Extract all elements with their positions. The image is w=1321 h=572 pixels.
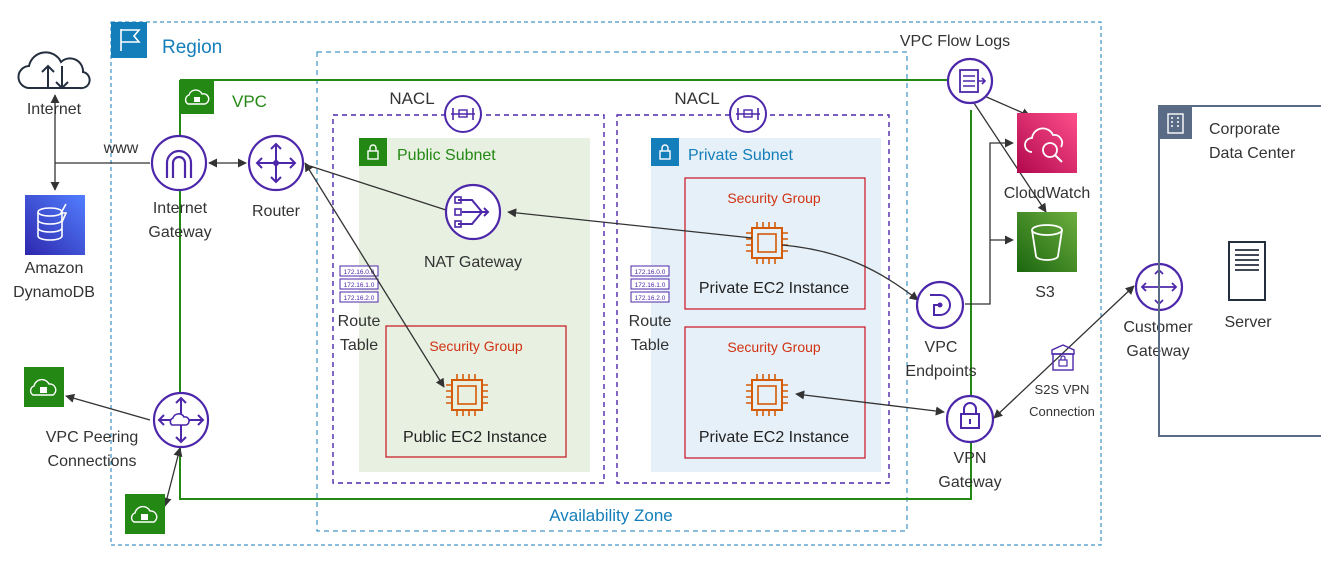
- route-entry: 172.16.0.0: [635, 269, 666, 276]
- vpn-connection-icon: [1051, 344, 1075, 371]
- private-subnet-label: Private Subnet: [688, 147, 794, 164]
- vpc-endpoint-icon: [915, 280, 965, 330]
- route-entry: 172.16.1.0: [344, 282, 375, 289]
- s2s-vpn-connection: S2S VPN Connection: [1029, 344, 1095, 419]
- security-group-public: Security Group Public EC2 Instance: [385, 325, 567, 458]
- region-group: Region: [110, 21, 1102, 546]
- vpc-endpoints: VPC Endpoints: [905, 280, 977, 380]
- private-ec2-label-2: Private EC2 Instance: [699, 429, 849, 446]
- s2s-vpn-label: S2S VPN: [1035, 382, 1090, 397]
- vpc-peering-label: VPC Peering: [46, 429, 139, 446]
- internet-gateway-label: Gateway: [148, 224, 211, 241]
- internet-gateway-label: Internet: [153, 200, 208, 217]
- route-table-label: Route: [629, 313, 672, 330]
- flag-icon: [120, 29, 141, 51]
- www-label: www: [103, 140, 139, 157]
- route-table-label: Table: [631, 337, 669, 354]
- vpn-gateway-label: VPN: [954, 450, 987, 467]
- vpc-flow-logs-label: VPC Flow Logs: [900, 33, 1010, 50]
- availability-zone-label: Availability Zone: [549, 506, 672, 525]
- vpc-group: VPC: [179, 79, 975, 500]
- ec2-instance-icon: [446, 374, 488, 416]
- cloud-upload-download-icon: [17, 51, 91, 90]
- nacl-public-label: NACL: [389, 89, 434, 108]
- server: Server: [1224, 241, 1272, 331]
- nacl-private-label: NACL: [674, 89, 719, 108]
- route-entry: 172.16.2.0: [344, 295, 375, 302]
- building-icon: [1167, 113, 1184, 134]
- route-table-label: Table: [340, 337, 378, 354]
- nacl-icon: [444, 95, 482, 133]
- security-group-label: Security Group: [727, 339, 821, 355]
- router-icon: [247, 134, 305, 192]
- route-entry: 172.16.1.0: [635, 282, 666, 289]
- s3-bucket-icon: [1017, 212, 1077, 272]
- security-group-private-1: Security Group Private EC2 Instance: [684, 177, 866, 310]
- private-ec2-label-1: Private EC2 Instance: [699, 280, 849, 297]
- s2s-vpn-label: Connection: [1029, 404, 1095, 419]
- region-label: Region: [162, 37, 222, 58]
- corporate-dc-label: Data Center: [1209, 145, 1296, 162]
- corporate-data-center: Corporate Data Center: [1158, 105, 1321, 437]
- vpc-endpoints-label: Endpoints: [905, 363, 976, 380]
- route-table-label: Route: [338, 313, 381, 330]
- router: Router: [247, 134, 305, 220]
- s3-label: S3: [1035, 284, 1055, 301]
- dynamodb-label: DynamoDB: [13, 284, 95, 301]
- dynamodb-icon: [25, 195, 85, 255]
- nat-gateway-label: NAT Gateway: [424, 254, 522, 271]
- cloudwatch: CloudWatch: [1004, 113, 1091, 202]
- internet-gateway: Internet Gateway: [148, 134, 212, 241]
- nacl-public: NACL: [332, 89, 605, 484]
- vpc-label: VPC: [232, 92, 267, 111]
- nacl-private: NACL: [616, 89, 890, 484]
- ec2-instance-icon: [746, 374, 788, 416]
- security-group-label: Security Group: [727, 190, 821, 206]
- flow-logs-icon: [946, 57, 994, 105]
- vpn-lock-icon: [945, 394, 995, 444]
- s3: S3: [1017, 212, 1077, 301]
- security-group-private-2: Security Group Private EC2 Instance: [684, 326, 866, 459]
- public-ec2-label: Public EC2 Instance: [403, 429, 547, 446]
- internet-gateway-icon: [150, 134, 208, 192]
- corporate-dc-label: Corporate: [1209, 121, 1280, 138]
- server-label: Server: [1224, 314, 1272, 331]
- nacl-icon: [729, 95, 767, 133]
- lock-icon: [659, 144, 671, 160]
- security-group-label: Security Group: [429, 338, 523, 354]
- route-entry: 172.16.0.0: [344, 269, 375, 276]
- server-icon: [1228, 241, 1266, 301]
- dynamodb-label: Amazon: [25, 260, 84, 277]
- vpc-endpoints-label: VPC: [925, 339, 958, 356]
- internet-label: Internet: [27, 101, 82, 118]
- vpn-gateway: VPN Gateway: [938, 394, 1002, 491]
- vpc-peering-icon: [152, 391, 210, 449]
- route-table-private: 172.16.0.0 172.16.1.0 172.16.2.0 Route T…: [629, 265, 672, 354]
- vpc-peering: VPC Peering Connections: [24, 367, 210, 534]
- route-table-icon: 172.16.0.0 172.16.1.0 172.16.2.0: [630, 265, 670, 303]
- internet: Internet: [17, 51, 91, 118]
- private-subnet: Private Subnet: [651, 138, 881, 472]
- vpc-cloud-lock-icon: [184, 89, 210, 105]
- public-subnet-label: Public Subnet: [397, 147, 496, 164]
- nat-gateway-icon: [444, 183, 502, 241]
- vpn-gateway-label: Gateway: [938, 474, 1001, 491]
- vpc-flow-logs: VPC Flow Logs: [900, 33, 1010, 105]
- vpc-peering-label: Connections: [48, 453, 137, 470]
- cloudwatch-label: CloudWatch: [1004, 185, 1091, 202]
- route-entry: 172.16.2.0: [635, 295, 666, 302]
- connectors: [50, 94, 1135, 507]
- nat-gateway: NAT Gateway: [424, 183, 522, 271]
- router-label: Router: [252, 203, 301, 220]
- dynamodb: Amazon DynamoDB: [13, 195, 95, 301]
- lock-icon: [367, 144, 379, 160]
